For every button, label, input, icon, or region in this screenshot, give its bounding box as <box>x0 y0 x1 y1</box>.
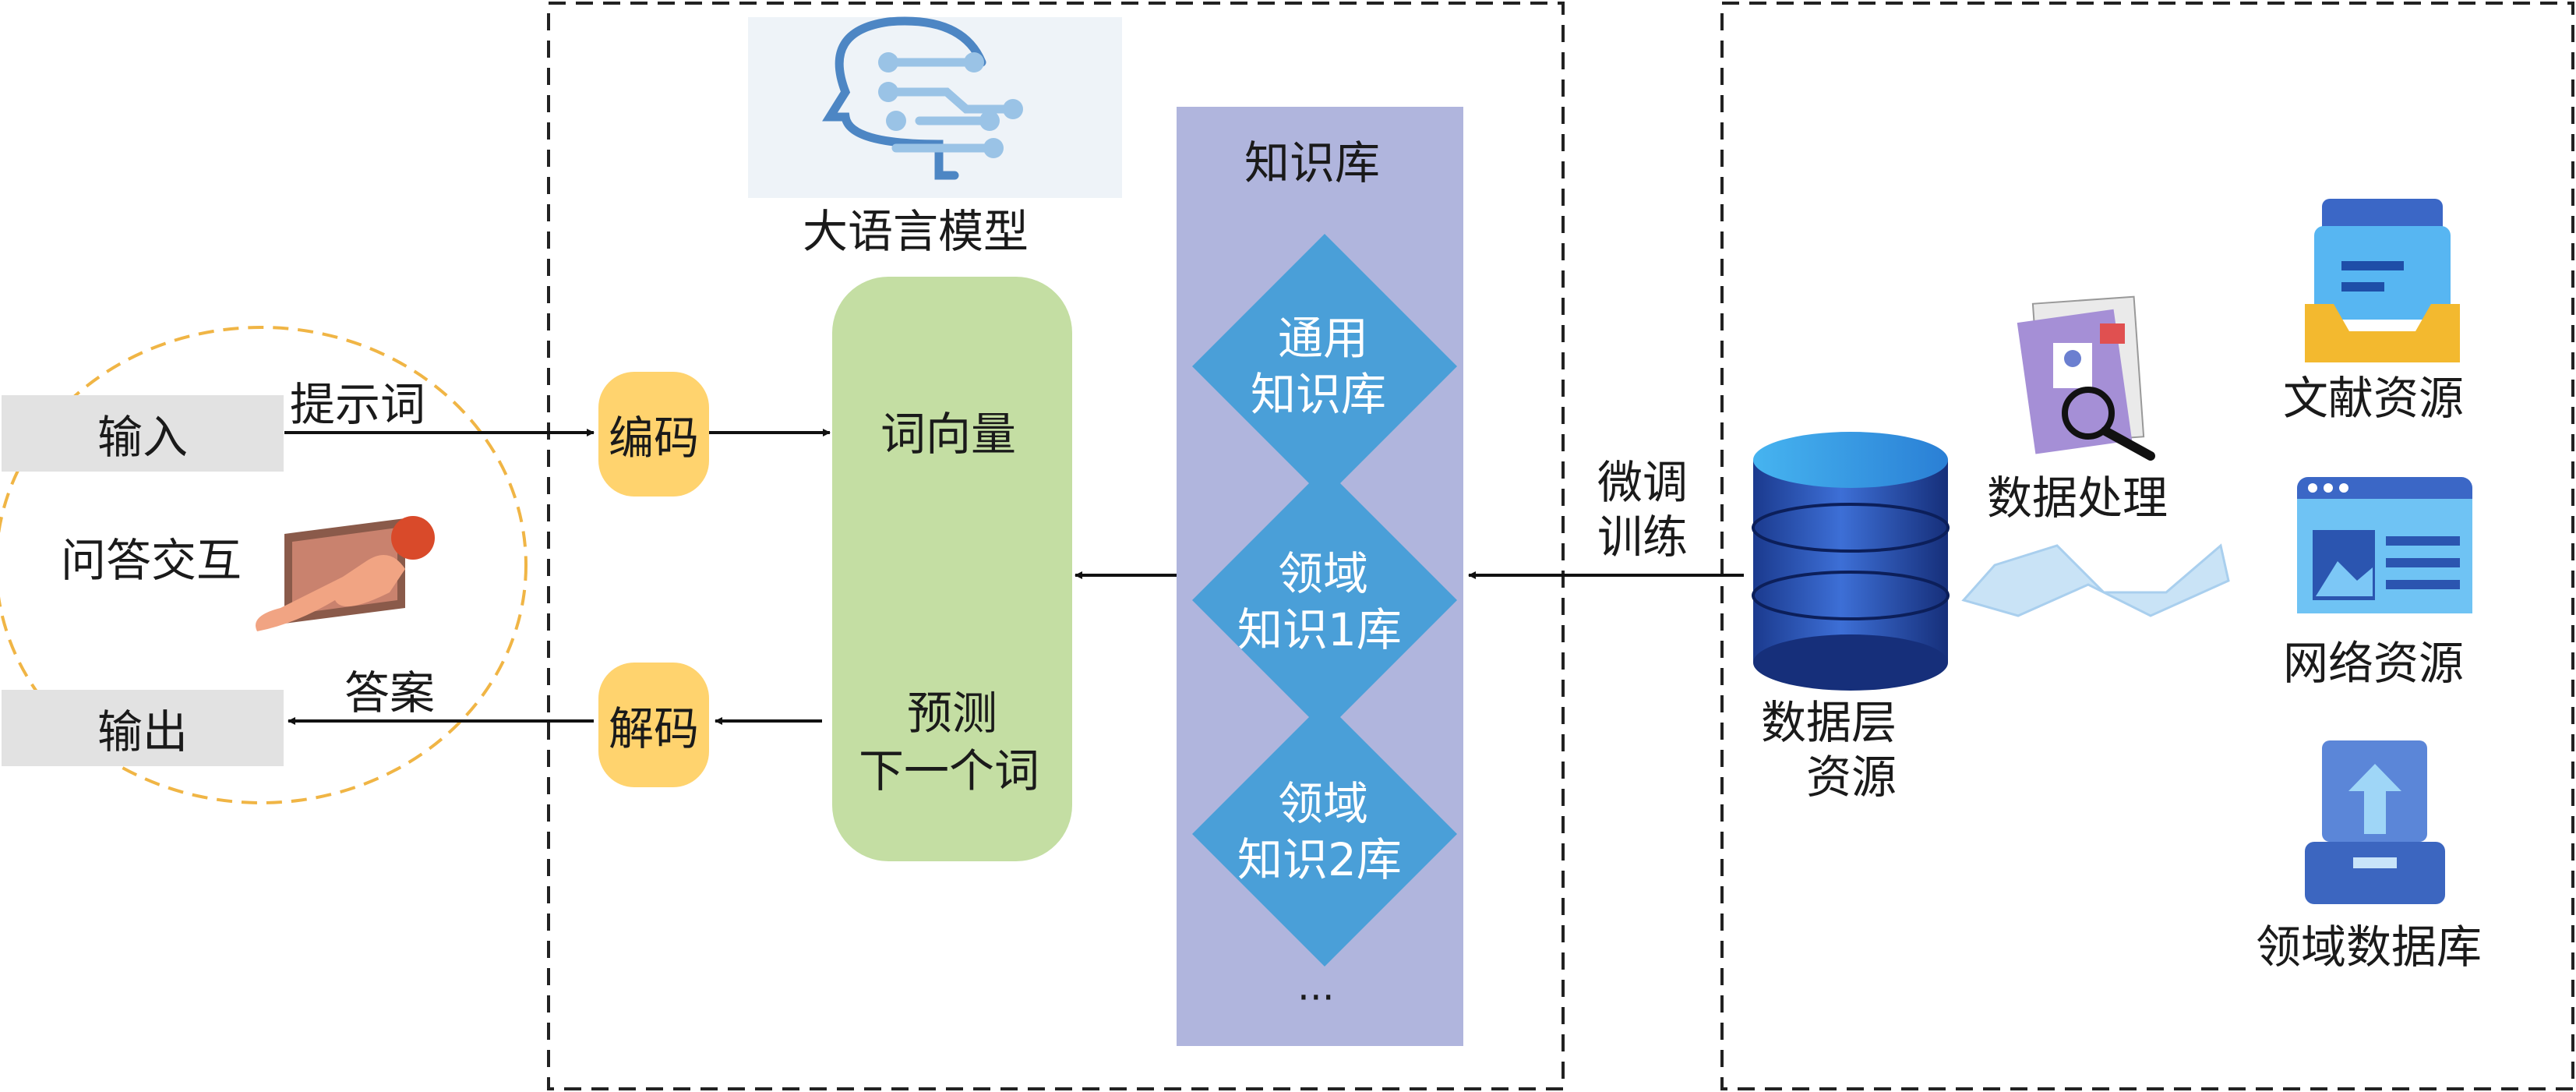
data-processing-label: 数据处理 <box>1987 472 2168 525</box>
encode-label: 编码 <box>608 412 699 465</box>
zigzag-arrow <box>1961 543 2230 617</box>
data-dashed-frame <box>1720 2 2574 1090</box>
model-green-panel <box>832 277 1072 861</box>
kb-domain2-line1: 领域 <box>1278 777 1369 830</box>
kb-general-line1: 通用 <box>1278 312 1369 365</box>
decode-label: 解码 <box>608 702 699 755</box>
predict-line2: 下一个词 <box>859 744 1040 797</box>
output-box: 输出 <box>2 690 284 766</box>
decode-pill: 解码 <box>598 663 709 787</box>
data-layer-line2: 资源 <box>1806 751 1897 804</box>
file-tray-icon <box>2305 199 2460 362</box>
predict-line1: 预测 <box>907 687 998 740</box>
kb-general-line2: 知识库 <box>1251 368 1387 421</box>
literature-label: 文献资源 <box>2283 372 2465 425</box>
web-page-icon <box>2297 477 2472 613</box>
touch-screen-icon <box>256 516 435 631</box>
model-title: 大语言模型 <box>803 205 1029 258</box>
output-label: 输出 <box>97 705 188 758</box>
qa-label: 问答交互 <box>61 534 242 587</box>
qa-dashed-circle <box>0 326 528 804</box>
input-label: 输入 <box>97 411 188 464</box>
kb-domain1-line2: 知识1库 <box>1237 603 1402 656</box>
network-label: 网络资源 <box>2283 637 2465 690</box>
word-vector-label: 词向量 <box>880 408 1017 461</box>
data-layer-line1: 数据层 <box>1761 696 1897 749</box>
kb-ellipsis: ··· <box>1297 975 1335 1020</box>
input-box: 输入 <box>2 395 284 472</box>
finetune-line2: 训练 <box>1597 511 1689 564</box>
model-dashed-frame <box>547 2 1565 1090</box>
answer-label: 答案 <box>344 666 436 719</box>
kb-domain1-line1: 领域 <box>1278 547 1369 600</box>
database-cylinder-icon <box>1752 432 1950 691</box>
upload-box-icon <box>2305 740 2445 904</box>
domain-db-label: 领域数据库 <box>2256 921 2482 974</box>
prompt-label: 提示词 <box>290 378 426 431</box>
diamond-domain2-fill <box>1192 701 1457 967</box>
encode-pill: 编码 <box>598 372 709 497</box>
finetune-line1: 微调 <box>1597 456 1689 509</box>
brain-node-dots <box>878 52 1023 158</box>
brain-circuit-icon <box>822 16 1010 180</box>
diamond-general-fill <box>1192 234 1457 499</box>
kb-title: 知识库 <box>1244 136 1381 189</box>
kb-domain2-line2: 知识2库 <box>1237 833 1402 886</box>
document-search-icon <box>2017 295 2155 461</box>
diamond-domain1-fill <box>1192 468 1457 733</box>
